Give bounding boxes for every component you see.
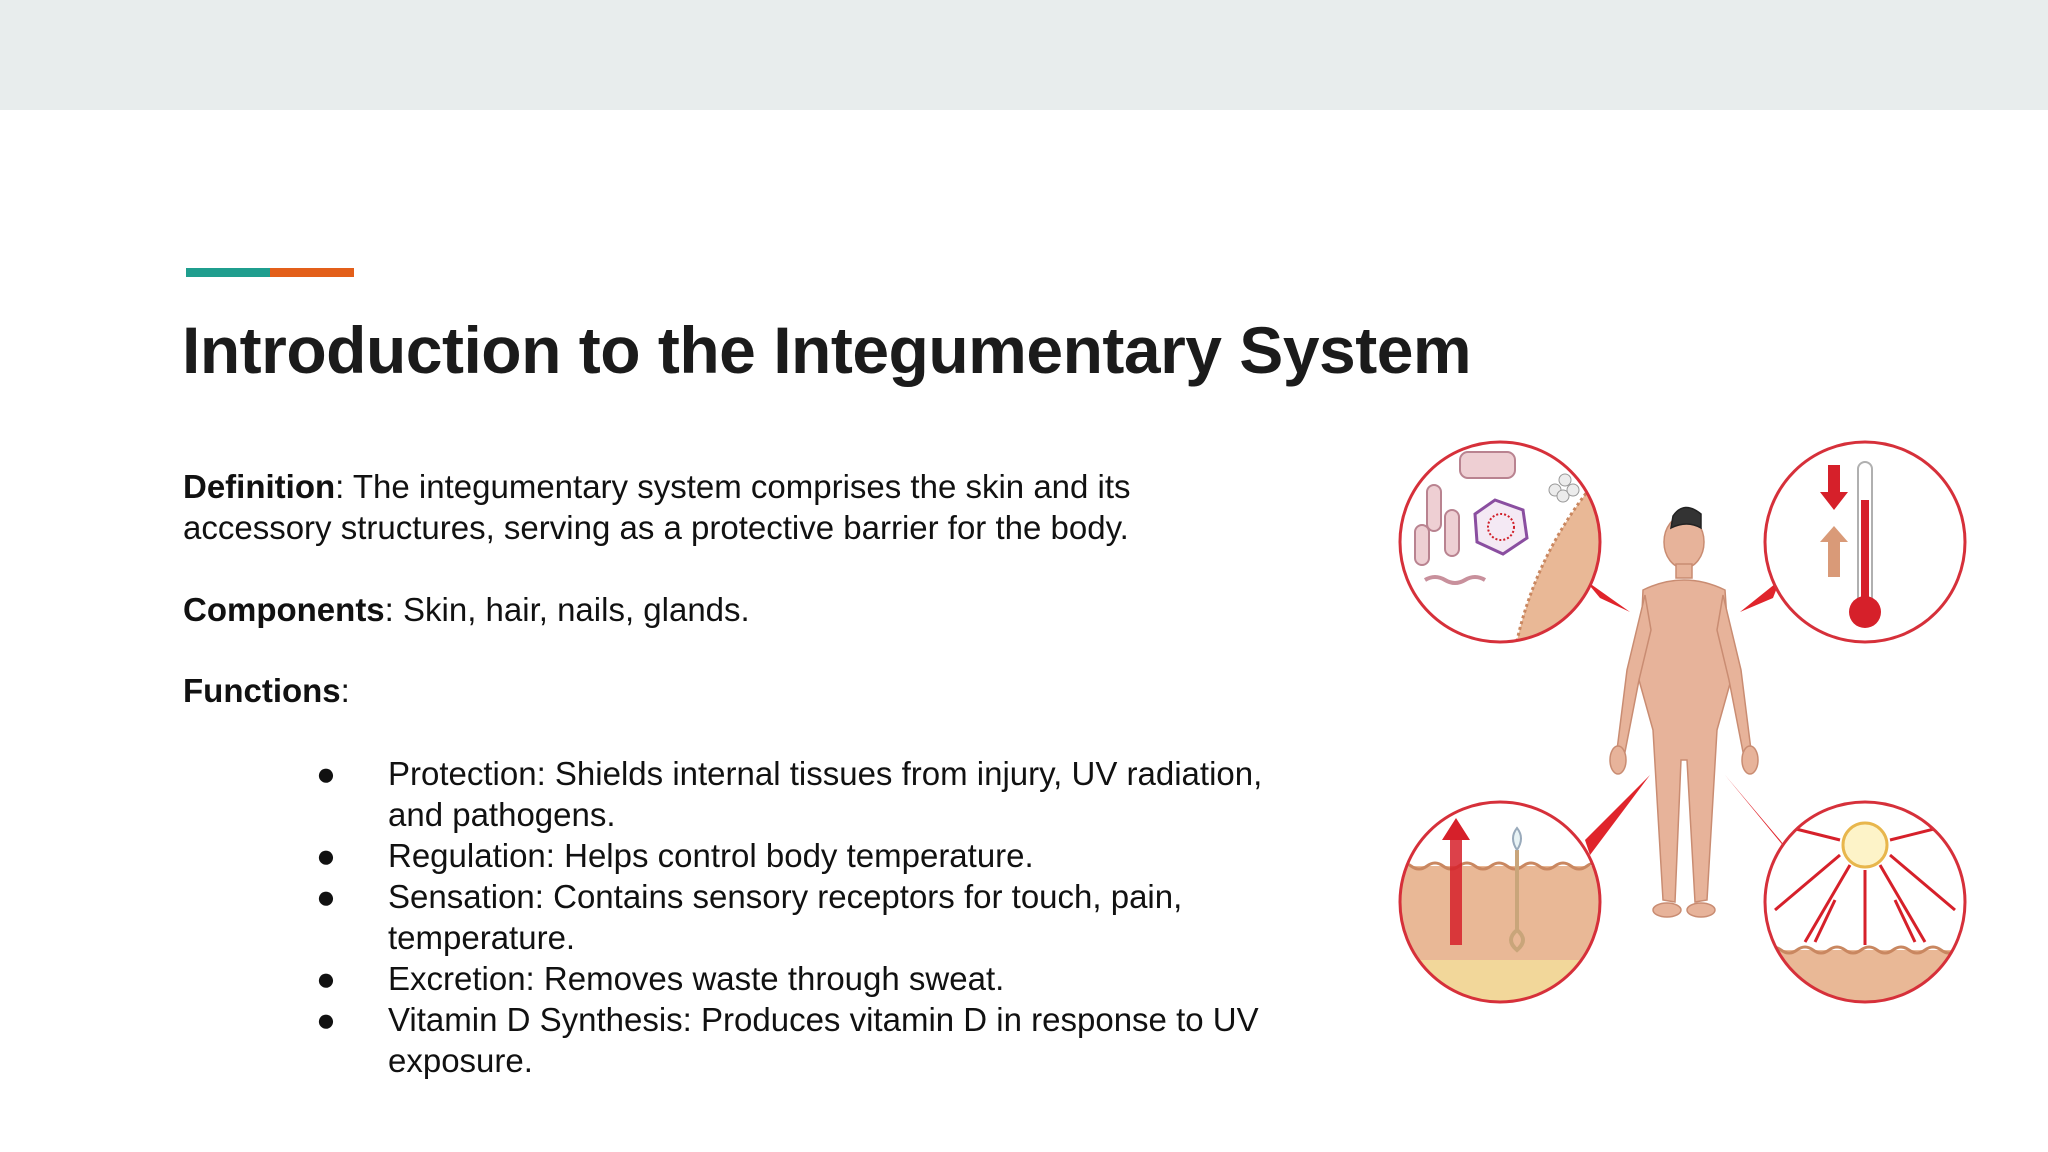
pointer-top-left xyxy=(1585,580,1630,612)
functions-heading: Functions: xyxy=(183,670,1203,711)
integumentary-functions-illustration xyxy=(1398,440,1967,1004)
definition-paragraph: Definition: The integumentary system com… xyxy=(183,466,1203,548)
definition-text: : The integumentary system comprises the… xyxy=(183,468,1131,546)
definition-label: Definition xyxy=(183,468,336,505)
bullet-icon: ● xyxy=(316,755,336,792)
list-item: ● Protection: Shields internal tissues fr… xyxy=(316,753,1316,835)
pointer-bottom-right xyxy=(1725,775,1795,860)
list-item: ● Vitamin D Synthesis: Produces vitamin D… xyxy=(316,999,1316,1081)
top-band xyxy=(0,0,2048,110)
uv-sun-icon xyxy=(1763,800,1967,1004)
pathogen-barrier-icon xyxy=(1398,440,1602,644)
bullet-icon: ● xyxy=(316,878,336,915)
slide-title: Introduction to the Integumentary System xyxy=(182,313,1472,387)
list-item-text: Vitamin D Synthesis: Produces vitamin D … xyxy=(388,1001,1259,1079)
list-item: ● Excretion: Removes waste through sweat. xyxy=(316,958,1316,999)
thermometer-icon xyxy=(1763,440,1967,644)
human-body-figure xyxy=(1609,506,1759,918)
list-item-text: Protection: Shields internal tissues fro… xyxy=(388,755,1263,833)
pointer-top-right xyxy=(1740,580,1780,612)
bullet-icon: ● xyxy=(316,837,336,874)
bullet-icon: ● xyxy=(316,1001,336,1038)
sweat-excretion-icon xyxy=(1398,800,1602,1004)
components-text: : Skin, hair, nails, glands. xyxy=(384,591,750,628)
functions-label: Functions xyxy=(183,672,341,709)
list-item-text: Excretion: Removes waste through sweat. xyxy=(388,960,1005,997)
functions-colon: : xyxy=(340,672,350,709)
accent-bar-orange xyxy=(270,268,354,277)
pointer-bottom-left xyxy=(1585,775,1650,855)
functions-list: ● Protection: Shields internal tissues fr… xyxy=(316,753,1316,1081)
list-item: ● Regulation: Helps control body temperat… xyxy=(316,835,1316,876)
components-paragraph: Components: Skin, hair, nails, glands. xyxy=(183,589,1203,630)
components-label: Components xyxy=(183,591,385,628)
bullet-icon: ● xyxy=(316,960,336,997)
list-item: ● Sensation: Contains sensory receptors f… xyxy=(316,876,1316,958)
accent-bar-teal xyxy=(186,268,270,277)
list-item-text: Regulation: Helps control body temperatu… xyxy=(388,837,1034,874)
list-item-text: Sensation: Contains sensory receptors fo… xyxy=(388,878,1183,956)
